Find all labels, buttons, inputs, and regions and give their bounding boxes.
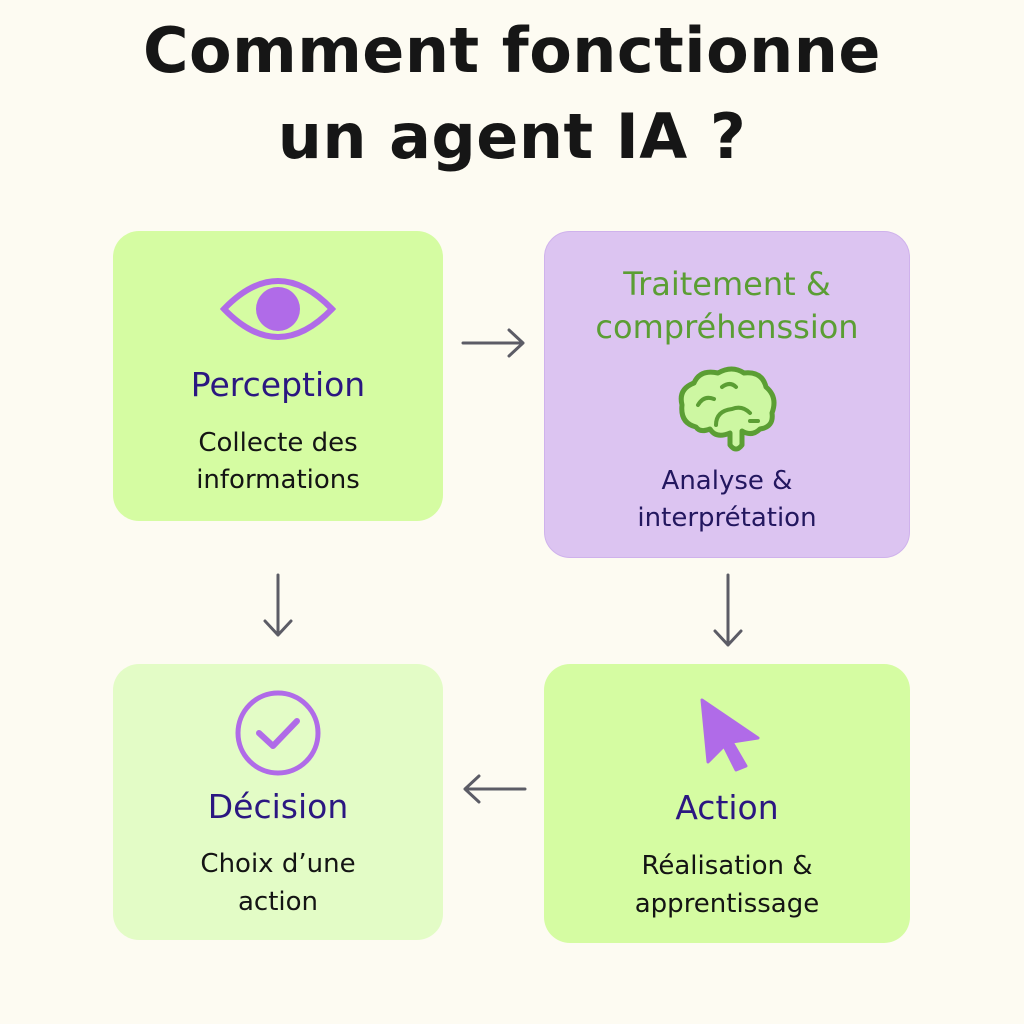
step-title-1: Traitement & [623, 265, 831, 303]
step-title: Perception [190, 365, 366, 404]
step-desc-1: Réalisation & [641, 851, 813, 881]
step-traitement: Traitement & compréhenssion Analyse & in… [544, 231, 910, 558]
arrow-left-icon [463, 774, 527, 804]
title-line-2: un agent IA ? [277, 100, 747, 173]
step-desc-2: action [237, 887, 319, 917]
step-desc-2: apprentissage [634, 889, 820, 919]
step-title: Décision [207, 787, 349, 826]
step-perception: Perception Collecte des informations [113, 231, 443, 521]
step-title: Action [675, 788, 779, 827]
step-desc-1: Analyse & [661, 466, 793, 496]
step-desc-2: interprétation [637, 503, 817, 533]
arrow-down-icon [713, 573, 743, 647]
brain-icon [678, 366, 777, 452]
arrow-right-icon [461, 328, 525, 358]
eye-icon [220, 278, 336, 340]
step-decision: Décision Choix d’une action [113, 664, 443, 940]
arrow-down-icon [263, 573, 293, 637]
step-desc-1: Choix d’une [200, 849, 356, 879]
step-desc-2: informations [196, 465, 360, 495]
step-action: Action Réalisation & apprentissage [544, 664, 910, 943]
step-title-2: compréhenssion [595, 308, 859, 346]
cursor-icon [700, 698, 760, 772]
check-circle-icon [235, 690, 321, 776]
title-line-1: Comment fonctionne [143, 14, 881, 87]
page-title: Comment fonctionne un agent IA ? [0, 8, 1024, 180]
step-desc-1: Collecte des [198, 428, 358, 458]
